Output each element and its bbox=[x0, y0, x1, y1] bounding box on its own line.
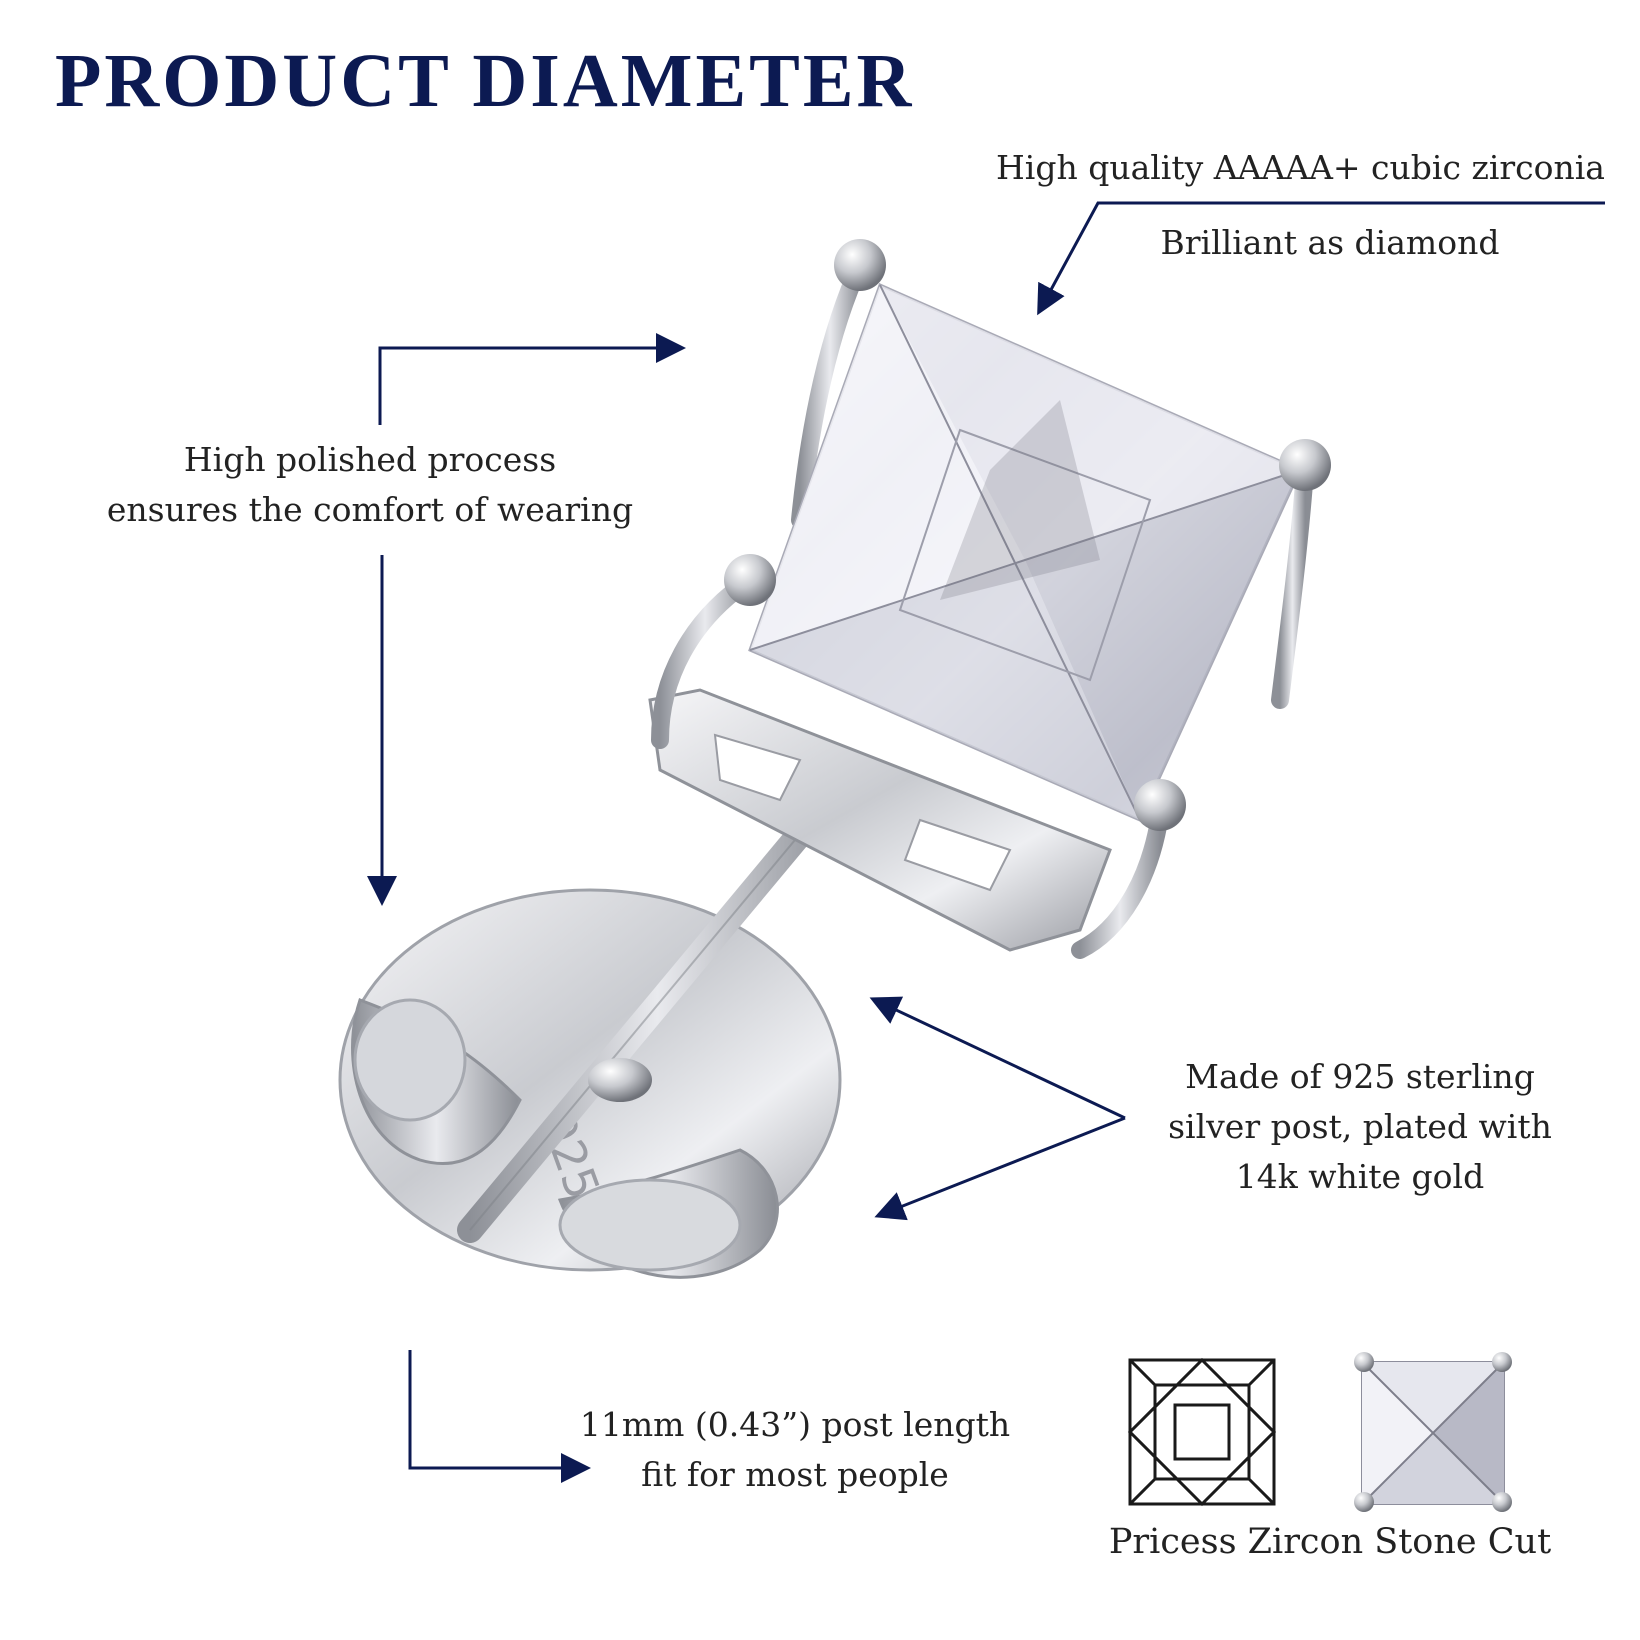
callout-zirconia-line1: High quality AAAAA+ cubic zirconia bbox=[996, 148, 1605, 187]
callout-zirconia: High quality AAAAA+ cubic zirconia bbox=[965, 143, 1605, 193]
callout-polish-line-top bbox=[378, 333, 686, 425]
prong-tip bbox=[1279, 439, 1331, 491]
prong-tip bbox=[1134, 779, 1186, 831]
page-title: PRODUCT DIAMETER bbox=[55, 39, 915, 123]
callout-zirconia-line2: Brilliant as diamond bbox=[1160, 223, 1500, 262]
earring-setting bbox=[648, 256, 1314, 959]
cut-label: Pricess Zircon Stone Cut bbox=[1108, 1522, 1552, 1562]
callout-post-line bbox=[408, 1350, 591, 1483]
callout-polish-line2: ensures the comfort of wearing bbox=[106, 490, 634, 529]
callout-post: 11mm (0.43”) post length fit for most pe… bbox=[555, 1400, 1035, 1500]
callout-polish-line1: High polished process bbox=[183, 440, 557, 479]
cut-diagram bbox=[1127, 1357, 1277, 1507]
princess-cut-gem bbox=[748, 282, 1302, 822]
callout-post-line1: 11mm (0.43”) post length bbox=[579, 1405, 1011, 1444]
callout-zirconia-line bbox=[1037, 201, 1605, 316]
prong-tip bbox=[724, 554, 776, 606]
prong-tip bbox=[834, 239, 886, 291]
callout-silver-line2: silver post, plated with bbox=[1168, 1107, 1552, 1146]
callout-silver: Made of 925 sterling silver post, plated… bbox=[1150, 1052, 1570, 1202]
callout-silver-lines bbox=[869, 996, 1126, 1221]
callout-zirconia-sub: Brilliant as diamond bbox=[1150, 218, 1510, 268]
callout-silver-line1: Made of 925 sterling bbox=[1185, 1057, 1535, 1096]
cut-photo-thumbnail bbox=[1354, 1352, 1512, 1512]
callout-silver-line3: 14k white gold bbox=[1235, 1157, 1485, 1196]
callout-polish: High polished process ensures the comfor… bbox=[90, 435, 650, 535]
earring-post bbox=[457, 767, 858, 1243]
callout-post-line2: fit for most people bbox=[641, 1455, 949, 1494]
